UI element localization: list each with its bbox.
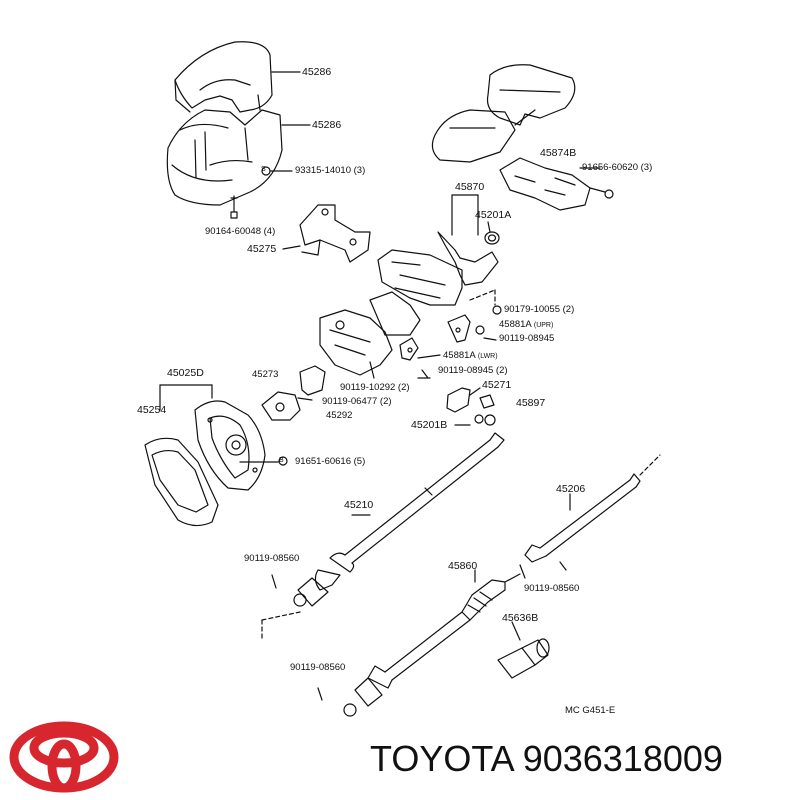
label-45881a-upr-number: 45881A [499, 319, 532, 330]
label-90119-08560-b: 90119-08560 [524, 583, 580, 594]
label-90119-08945-b: 90119-08945 (2) [438, 365, 508, 376]
drawing-code: MC G451-E [565, 705, 616, 716]
label-91656: 91656-60620 (3) [582, 162, 653, 173]
symbol-b-marker: B [279, 457, 284, 464]
label-45275: 45275 [247, 243, 277, 255]
label-45897: 45897 [516, 397, 546, 409]
upper-column-tube [431, 64, 576, 163]
boot-45860 [343, 579, 506, 717]
label-45881a-lwr: 45881A (LWR) [443, 351, 498, 361]
label-lwr: (LWR) [477, 353, 498, 360]
label-90119-06477: 90119-06477 (2) [322, 396, 392, 407]
symbol-s-marker: S [261, 166, 266, 173]
label-45286-upper: 45286 [302, 66, 332, 78]
label-90164: 90164-60048 (4) [205, 226, 276, 237]
main-shaft-45210 [293, 432, 505, 607]
label-93315: 93315-14010 (3) [295, 165, 366, 176]
label-45273: 45273 [252, 369, 279, 380]
label-45870: 45870 [455, 181, 485, 193]
label-45636b: 45636B [502, 612, 539, 624]
column-hole-cover [144, 437, 219, 527]
bracket-45275 [299, 204, 371, 263]
label-90119-08560-a: 90119-08560 [244, 553, 300, 564]
label-90119-08560-c: 90119-08560 [290, 662, 346, 673]
label-45860: 45860 [448, 560, 478, 572]
label-45025d: 45025D [167, 367, 204, 379]
label-90179: 90179-10055 (2) [504, 304, 575, 315]
label-90119-10292: 90119-10292 (2) [340, 382, 410, 393]
label-45881a-upr: 45881A (UPR) [499, 320, 553, 330]
label-91651: 91651-60616 (5) [295, 456, 366, 467]
main-column-45870 [319, 231, 499, 376]
label-90119-08945-a: 90119-08945 [499, 333, 555, 344]
label-45210: 45210 [344, 499, 374, 511]
column-cover-upper [174, 41, 273, 113]
label-45881a-lwr-number: 45881A [443, 350, 476, 361]
label-45286-lower: 45286 [312, 119, 342, 131]
part-number-caption: TOYOTA 9036318009 [370, 738, 723, 779]
bracket-45874b [499, 157, 591, 211]
intermediate-shaft-45206 [524, 473, 641, 563]
label-45206: 45206 [556, 483, 586, 495]
column-hole-plate [194, 400, 266, 491]
label-45874b: 45874B [540, 147, 577, 159]
label-upr: (UPR) [533, 322, 554, 329]
label-45201a: 45201A [475, 209, 512, 221]
label-45201b: 45201B [411, 419, 448, 431]
label-45254: 45254 [137, 404, 167, 416]
toyota-logo [9, 721, 119, 793]
column-cover-lower [166, 109, 283, 206]
label-45292: 45292 [326, 410, 353, 421]
label-45271: 45271 [482, 379, 512, 391]
sleeve-45636b [497, 638, 550, 679]
